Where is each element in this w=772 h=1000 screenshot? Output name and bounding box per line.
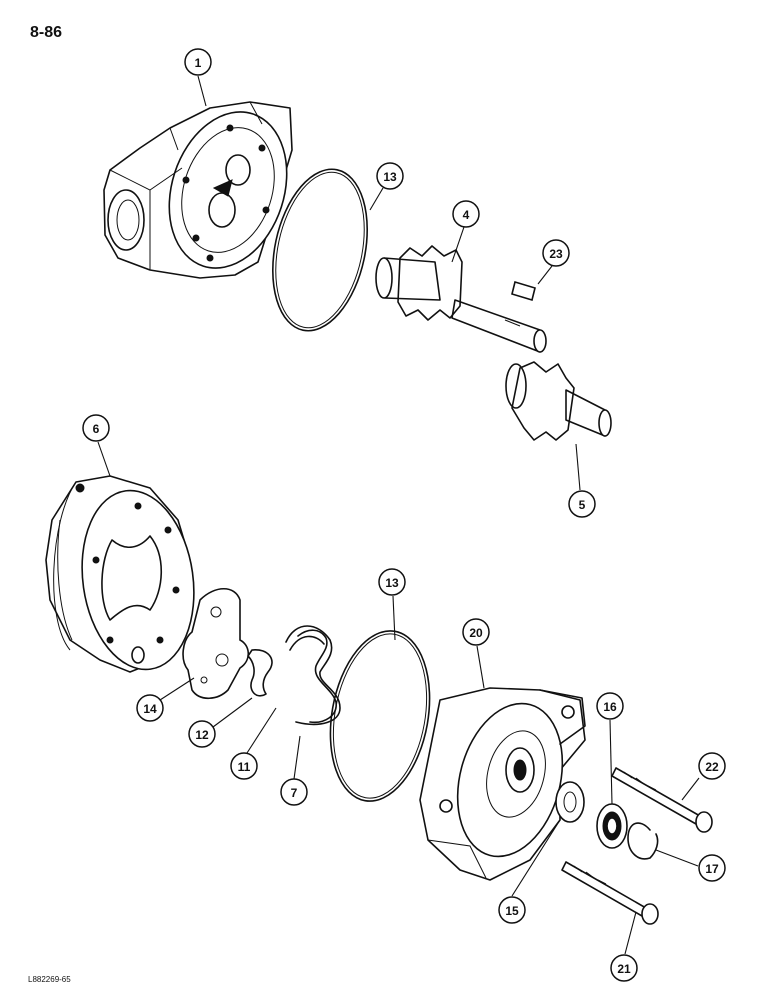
seal-part: [247, 649, 273, 697]
wear-plate-part: [182, 587, 250, 700]
callout-14: 14: [136, 694, 164, 722]
svg-text:14: 14: [143, 702, 157, 716]
callout-1: 1: [184, 48, 212, 76]
callout-7: 7: [280, 778, 308, 806]
callout-6: 6: [82, 414, 110, 442]
svg-text:13: 13: [385, 576, 399, 590]
svg-text:22: 22: [705, 760, 719, 774]
callout-22: 22: [698, 752, 726, 780]
callout-15: 15: [498, 896, 526, 924]
callout-5: 5: [568, 490, 596, 518]
pump-cover-part: [419, 687, 586, 881]
svg-text:20: 20: [469, 626, 483, 640]
drive-gear-shaft-part: [375, 245, 547, 353]
idler-gear-part: [505, 361, 612, 441]
figure-code: L882269-65: [28, 975, 71, 984]
snap-ring-part: [627, 822, 659, 860]
pump-body-part: [103, 101, 293, 279]
svg-text:12: 12: [195, 728, 209, 742]
backup-seal-part: [297, 629, 337, 724]
callout-17: 17: [698, 854, 726, 882]
callout-11: 11: [230, 752, 258, 780]
gear-housing-part: [45, 475, 195, 673]
callout-12: 12: [188, 720, 216, 748]
callout-21: 21: [610, 954, 638, 982]
o-ring-upper: [271, 168, 369, 332]
svg-text:4: 4: [463, 208, 470, 222]
svg-text:13: 13: [383, 170, 397, 184]
svg-text:21: 21: [617, 962, 631, 976]
svg-text:15: 15: [505, 904, 519, 918]
svg-text:7: 7: [291, 786, 298, 800]
leader-lines: [97, 75, 700, 955]
svg-text:6: 6: [93, 422, 100, 436]
svg-text:11: 11: [238, 760, 251, 774]
svg-text:5: 5: [579, 498, 586, 512]
callout-16: 16: [596, 692, 624, 720]
bolt-lower-part: [561, 861, 659, 925]
svg-text:17: 17: [705, 862, 719, 876]
svg-text:1: 1: [195, 56, 202, 70]
callout-13-lower: 13: [378, 568, 406, 596]
bolt-upper-part: [611, 767, 713, 833]
shaft-key-part: [511, 280, 536, 302]
page-number: 8-86: [30, 24, 63, 41]
svg-text:23: 23: [549, 247, 563, 261]
svg-text:16: 16: [603, 700, 617, 714]
washer-part: [555, 781, 585, 823]
callout-13-upper: 13: [376, 162, 404, 190]
callout-4: 4: [452, 200, 480, 228]
callout-20: 20: [462, 618, 490, 646]
seal-gasket-part: [285, 625, 341, 726]
callout-23: 23: [542, 239, 570, 267]
